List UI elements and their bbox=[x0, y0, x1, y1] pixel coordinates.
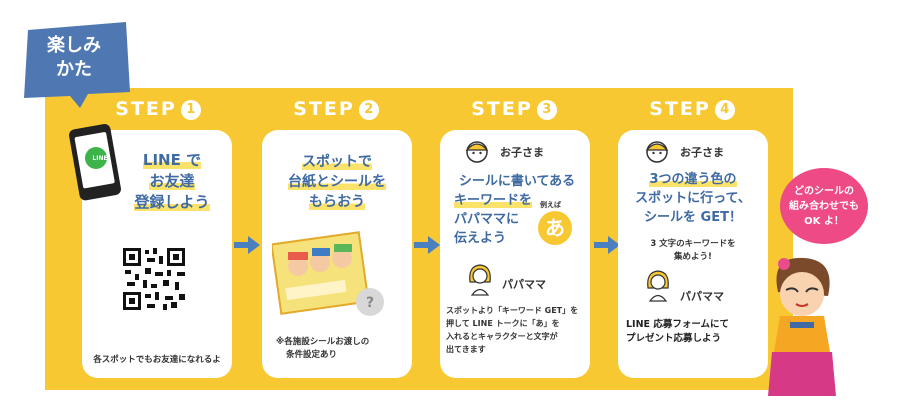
badge-shape bbox=[24, 22, 130, 108]
badge-title: 楽しみかた bbox=[47, 35, 101, 80]
step-3-note: スポットより「キーワード GET」を押して LINE トークに「あ」を 入れると… bbox=[446, 306, 579, 354]
parent-avatar-icon bbox=[647, 270, 669, 302]
step-4-subtext: 3 文字のキーワードを集めよう! bbox=[650, 239, 736, 262]
step-3-card bbox=[440, 130, 590, 378]
child-label: お子さま bbox=[680, 146, 724, 159]
parent-label: パパママ bbox=[502, 278, 546, 291]
arrow-icon bbox=[414, 236, 440, 254]
child-label: お子さま bbox=[500, 146, 544, 159]
smartphone-icon bbox=[69, 124, 121, 201]
step-1-note: 各スポットでもお友達になれるよ bbox=[93, 355, 221, 365]
svg-text:?: ? bbox=[366, 295, 374, 311]
child-avatar-icon bbox=[645, 141, 669, 163]
parent-avatar-icon bbox=[469, 264, 491, 296]
step-4-note: LINE 応募フォームにてプレゼント応募しよう bbox=[626, 319, 730, 344]
step-2-note: ※各施設シールお渡しの条件設定あり bbox=[276, 337, 370, 360]
step-1-heading: LINE で お友達 登録しよう bbox=[134, 151, 210, 211]
sticker-sheet-image: ? bbox=[272, 231, 384, 316]
step-3-heading: シールに書いてある キーワードを パパママに 伝えよう bbox=[454, 174, 576, 246]
arrow-icon bbox=[594, 236, 620, 254]
line-logo-label: LINE bbox=[92, 155, 108, 162]
parent-label: パパママ bbox=[680, 290, 724, 303]
step-4-card bbox=[618, 130, 768, 378]
qr-code[interactable] bbox=[121, 246, 187, 312]
example-label: 例えば bbox=[540, 201, 561, 209]
example-char-badge: あ bbox=[538, 211, 572, 245]
step-2-heading: スポットで 台紙とシールを もらおう bbox=[288, 154, 386, 210]
step-4-heading: 3つの違う色の スポットに行って、 シールを GET！ bbox=[635, 172, 751, 225]
mascot-character bbox=[768, 257, 836, 396]
child-avatar-icon bbox=[465, 141, 489, 163]
arrow-icon bbox=[234, 236, 260, 254]
